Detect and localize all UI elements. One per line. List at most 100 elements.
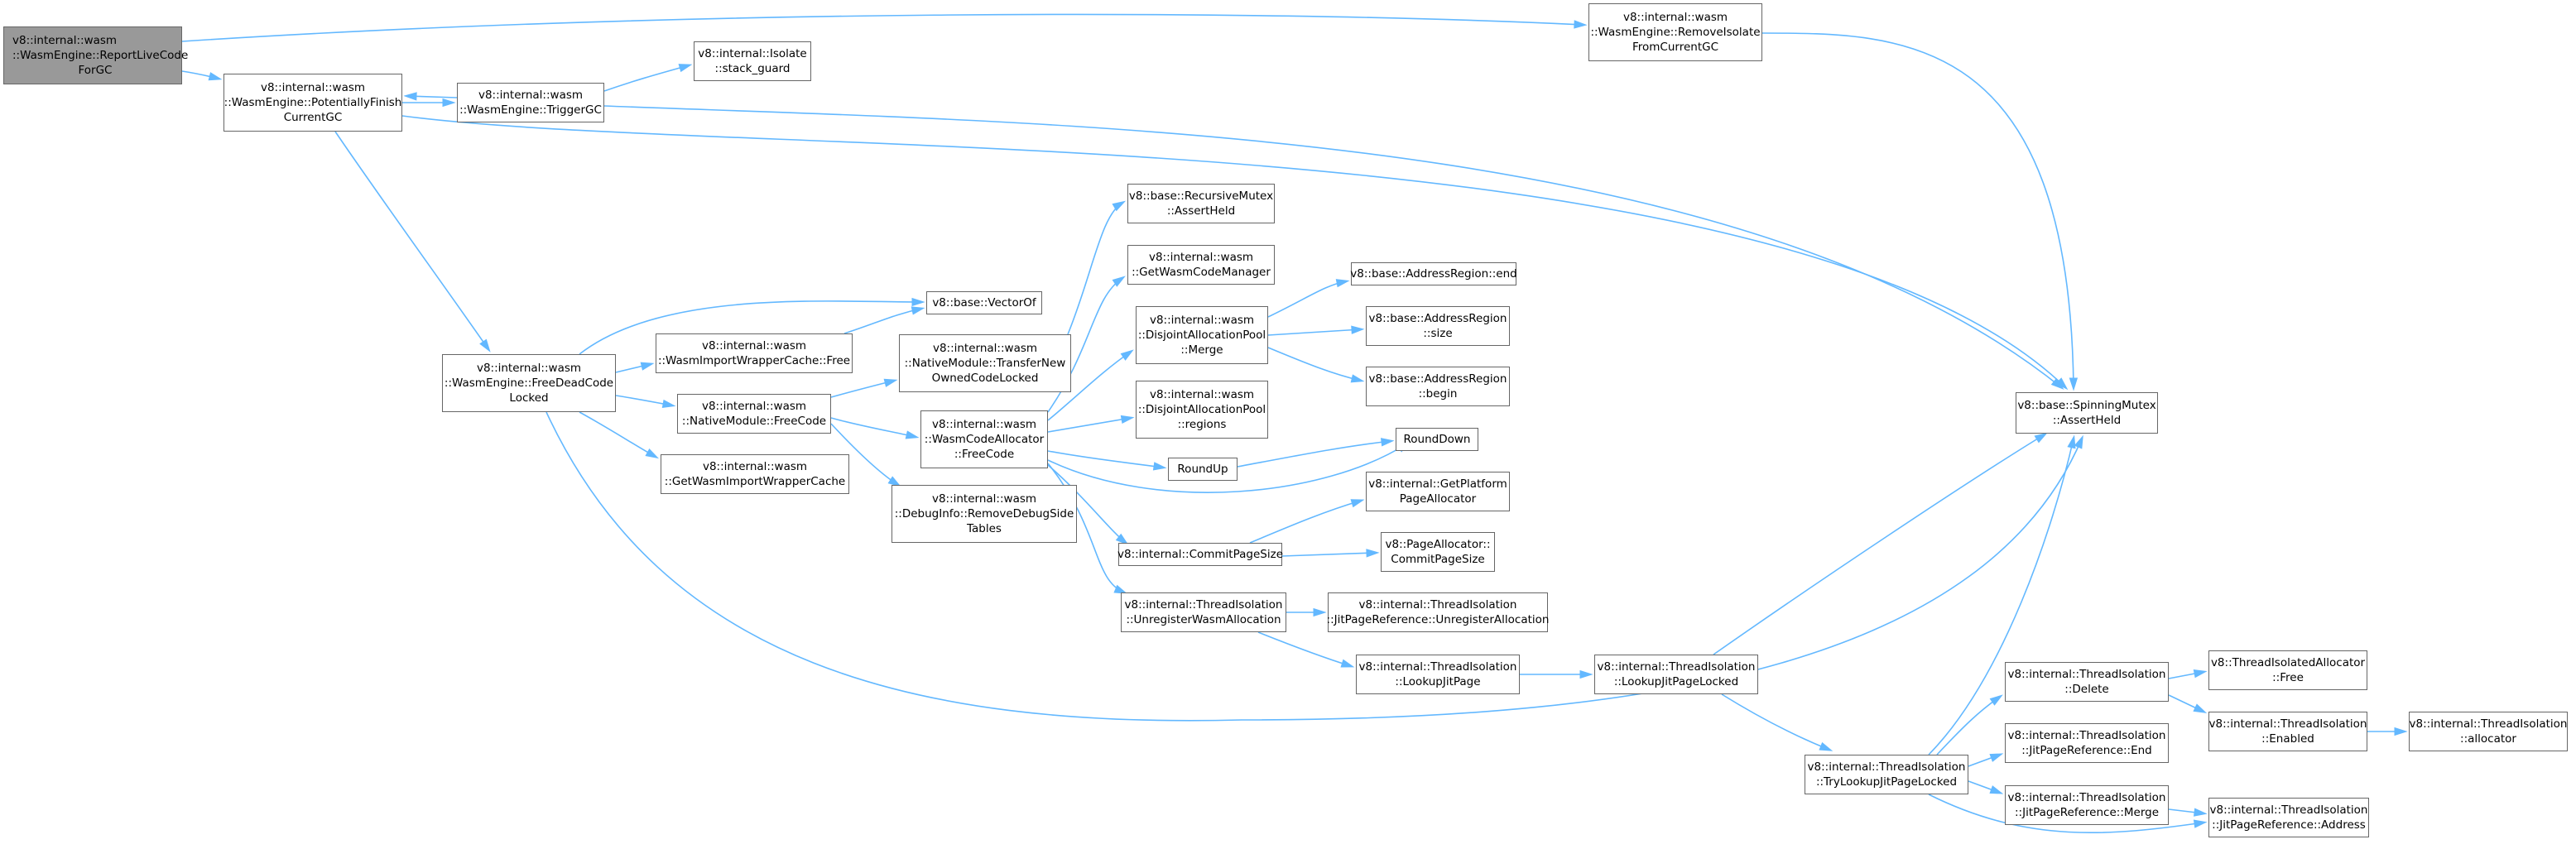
arrowhead-n10 (640, 362, 655, 371)
edge-n16-to-n21 (1267, 281, 1347, 318)
node-round-down[interactable]: RoundDown (1396, 428, 1478, 451)
node-label-line: v8::internal::ThreadIsolation (1124, 598, 1283, 612)
arrowhead-n8 (645, 448, 660, 459)
edge-n30-to-n36 (1928, 794, 2204, 834)
node-unregister-wasm-allocation[interactable]: v8::internal::ThreadIsolation ::Unregist… (1121, 592, 1286, 632)
node-label-line: v8::internal::wasm (1148, 251, 1254, 264)
node-label-line: v8::internal::ThreadIsolation (1358, 660, 1517, 674)
node-lookup-jit-page-locked[interactable]: v8::internal::ThreadIsolation ::LookupJi… (1594, 655, 1758, 694)
arrowhead-n27 (1313, 607, 1327, 617)
node-thread-isolated-allocator-free[interactable]: v8::ThreadIsolatedAllocator ::Free (2208, 650, 2367, 690)
node-vector-of[interactable]: v8::base::VectorOf (926, 291, 1042, 314)
node-thread-isolation-enabled[interactable]: v8::internal::ThreadIsolation ::Enabled (2208, 712, 2367, 751)
node-label-line: v8::base::SpinningMutex (2017, 399, 2156, 412)
node-label-line: OwnedCodeLocked (931, 372, 1039, 385)
node-jit-page-reference-end[interactable]: v8::internal::ThreadIsolation ::JitPageR… (2005, 723, 2169, 763)
node-round-up[interactable]: RoundUp (1168, 458, 1238, 481)
node-label-line: RoundUp (1177, 463, 1228, 476)
node-label-line: ::JitPageReference::End (2021, 744, 2152, 757)
edge-n4-to-n8 (579, 411, 656, 458)
node-disjoint-allocation-pool-regions[interactable]: v8::internal::wasm ::DisjointAllocationP… (1136, 381, 1268, 439)
edge-n0-to-n2 (181, 13, 1584, 42)
edge-n16-to-n23 (1267, 347, 1362, 381)
arrowhead-n12 (883, 378, 898, 387)
node-isolate-stack-guard[interactable]: v8::internal::Isolate ::stack_guard (694, 41, 811, 81)
node-thread-isolation-delete[interactable]: v8::internal::ThreadIsolation ::Delete (2005, 662, 2169, 702)
node-address-region-end[interactable]: v8::base::AddressRegion::end (1350, 262, 1517, 285)
arrowhead-n17 (1120, 415, 1135, 424)
node-remove-isolate-from-current-gc[interactable]: v8::internal::wasm ::WasmEngine::RemoveI… (1588, 3, 1762, 61)
arrowhead-n30 (1819, 741, 1833, 751)
node-import-wrapper-cache-free[interactable]: v8::internal::wasm ::WasmImportWrapperCa… (656, 333, 853, 373)
node-label-line: ::NativeModule::TransferNew (904, 357, 1066, 370)
node-label-line: ::TryLookupJitPageLocked (1815, 775, 1958, 789)
arrowhead-n36 (2193, 819, 2208, 828)
node-address-region-size[interactable]: v8::base::AddressRegion ::size (1366, 306, 1510, 346)
node-label-line: v8::internal::wasm (931, 492, 1037, 506)
node-recursive-mutex-assert-held[interactable]: v8::base::RecursiveMutex ::AssertHeld (1127, 184, 1275, 223)
node-label-line: ::NativeModule::FreeCode (681, 415, 827, 428)
node-transfer-new-owned-code-locked[interactable]: v8::internal::wasm ::NativeModule::Trans… (899, 334, 1071, 392)
node-label-line: ::WasmImportWrapperCache::Free (657, 354, 851, 367)
node-label-line: v8::internal::ThreadIsolation (2209, 803, 2368, 817)
node-label-line: ::begin (1418, 387, 1458, 401)
arrowhead-n7 (911, 306, 925, 315)
node-jit-page-reference-unregister-allocation[interactable]: v8::internal::ThreadIsolation ::JitPageR… (1327, 592, 1549, 632)
node-get-wasm-import-wrapper-cache[interactable]: v8::internal::wasm ::GetWasmImportWrappe… (661, 454, 849, 494)
edge-n5-to-n6 (603, 65, 690, 92)
node-native-module-free-code[interactable]: v8::internal::wasm ::NativeModule::FreeC… (677, 394, 831, 434)
node-label-line: ::stack_guard (714, 62, 791, 75)
arrowhead-n19 (1115, 533, 1129, 545)
node-label-line: ::LookupJitPage (1395, 675, 1481, 688)
node-jit-page-reference-merge[interactable]: v8::internal::ThreadIsolation ::JitPageR… (2005, 785, 2169, 825)
node-get-wasm-code-manager[interactable]: v8::internal::wasm ::GetWasmCodeManager (1127, 245, 1275, 285)
node-label-line: v8::base::AddressRegion (1368, 372, 1507, 386)
node-report-live-code-for-gc[interactable]: v8::internal::wasm ::WasmEngine::ReportL… (3, 26, 188, 84)
node-label-line: ::AssertHeld (1166, 204, 1236, 218)
node-try-lookup-jit-page-locked[interactable]: v8::internal::ThreadIsolation ::TryLooku… (1805, 755, 1968, 794)
node-commit-page-size[interactable]: v8::internal::CommitPageSize (1117, 543, 1283, 566)
node-label-line: v8::ThreadIsolatedAllocator (2210, 656, 2366, 669)
node-label-line: v8::internal::wasm (12, 34, 118, 47)
node-label-line: v8::internal::wasm (931, 418, 1037, 431)
edge-n30-to-n3 (1928, 438, 2074, 755)
node-get-platform-page-allocator[interactable]: v8::internal::GetPlatform PageAllocator (1366, 472, 1510, 511)
node-label-line: ::WasmEngine::TriggerGC (459, 103, 602, 117)
node-disjoint-allocation-pool-merge[interactable]: v8::internal::wasm ::DisjointAllocationP… (1136, 306, 1268, 364)
edge-n10-to-n7 (843, 308, 922, 334)
node-label-line: v8::internal::ThreadIsolation (1358, 598, 1517, 612)
node-lookup-jit-page[interactable]: v8::internal::ThreadIsolation ::LookupJi… (1356, 655, 1520, 694)
node-label-line: ::Free (2272, 671, 2304, 684)
edge-n13-to-n17 (1047, 417, 1132, 433)
node-spinning-mutex-assert-held[interactable]: v8::base::SpinningMutex ::AssertHeld (2016, 392, 2158, 434)
node-label-line: CommitPageSize (1391, 553, 1485, 566)
node-page-allocator-commit-page-size[interactable]: v8::PageAllocator:: CommitPageSize (1381, 532, 1495, 572)
node-label-line: ::WasmEngine::RemoveIsolate (1590, 26, 1761, 39)
node-label-line: ::GetWasmCodeManager (1132, 266, 1271, 279)
node-label-line: v8::base::AddressRegion::end (1350, 267, 1517, 281)
node-jit-page-reference-address[interactable]: v8::internal::ThreadIsolation ::JitPageR… (2208, 798, 2369, 837)
node-label-line: v8::internal::ThreadIsolation (1807, 760, 1966, 774)
node-thread-isolation-allocator[interactable]: v8::internal::ThreadIsolation ::allocato… (2409, 712, 2568, 751)
arrowhead-n26 (1366, 549, 1380, 558)
node-label-line: v8::internal::wasm (478, 89, 584, 102)
node-label-line: Locked (509, 391, 549, 405)
node-wasm-code-allocator-free-code[interactable]: v8::internal::wasm ::WasmCodeAllocator :… (920, 410, 1048, 468)
node-trigger-gc[interactable]: v8::internal::wasm ::WasmEngine::Trigger… (457, 83, 604, 122)
node-label-line: v8::base::VectorOf (932, 296, 1036, 309)
arrowhead-n3 (2050, 377, 2064, 390)
arrowhead-n1 (208, 72, 223, 81)
node-free-dead-code-locked[interactable]: v8::internal::wasm ::WasmEngine::FreeDea… (442, 354, 616, 412)
edge-n5-to-n3 (603, 105, 2062, 388)
node-label-line: v8::internal::ThreadIsolation (1597, 660, 1756, 674)
node-label-line: CurrentGC (283, 111, 343, 124)
edge-n20-to-n28 (1257, 631, 1352, 667)
arrowhead-n3 (2067, 434, 2076, 449)
node-potentially-finish-current-gc[interactable]: v8::internal::wasm ::WasmEngine::Potenti… (223, 74, 402, 132)
node-label-line: FromCurrentGC (1632, 41, 1719, 54)
node-address-region-begin[interactable]: v8::base::AddressRegion ::begin (1366, 367, 1510, 406)
node-label-line: ::Enabled (2261, 732, 2314, 746)
node-remove-debug-side-tables[interactable]: v8::internal::wasm ::DebugInfo::RemoveDe… (892, 485, 1077, 543)
